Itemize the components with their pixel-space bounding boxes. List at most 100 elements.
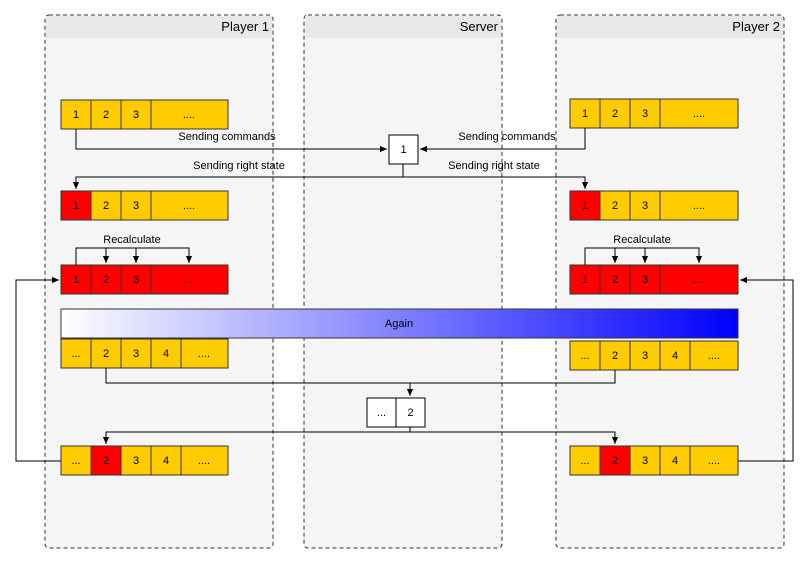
edge-labels: Sending commands Sending commands Sendin… (103, 131, 670, 246)
p1-final-text-more: .... (198, 455, 210, 467)
edge-server-to-p1-final (102, 427, 411, 444)
server-node-2-text-dots: ... (377, 407, 386, 419)
label-p2-sending-right-state: Sending right state (448, 160, 540, 172)
p1-row-commands: 1 2 3 .... (60, 99, 229, 130)
edge-p1-sending-commands (75, 129, 387, 153)
p1-cmd-cell-3 (120, 99, 152, 130)
p2-final-cell-dots (569, 445, 601, 476)
p1-final-text-3: 3 (133, 455, 139, 467)
p1-state-text-1: 1 (73, 200, 79, 212)
p2-again-cell-more (689, 340, 739, 371)
p2-cmd-cell-more (659, 98, 739, 129)
p1-again-cell-3 (120, 338, 152, 369)
p1-again-text-more: .... (198, 348, 210, 360)
p2-final-text-3: 3 (642, 455, 648, 467)
p1-state-text-2: 2 (103, 200, 109, 212)
p2-again-cell-2 (599, 340, 631, 371)
again-label: Again (385, 318, 413, 330)
server-node-1-text: 1 (400, 144, 406, 156)
p1-recalc-cell-more (150, 264, 229, 295)
p1-state-cell-more (150, 190, 229, 221)
label-p1-recalculate: Recalculate (103, 234, 160, 246)
lane-title-server: Server (460, 19, 499, 34)
lane-title-player-2: Player 2 (732, 19, 780, 34)
p2-state-text-2: 2 (612, 200, 618, 212)
p2-again-text-dots: ... (580, 350, 589, 362)
p1-final-text-2: 2 (103, 455, 109, 467)
p1-again-text-2: 2 (103, 348, 109, 360)
again-band: Again (60, 308, 739, 339)
p2-again-text-4: 4 (672, 350, 678, 362)
label-p2-recalculate: Recalculate (613, 234, 670, 246)
p2-final-text-more: .... (708, 455, 720, 467)
p2-recalc-text-1: 1 (582, 274, 588, 286)
p1-recalc-cell-1 (60, 264, 92, 295)
server-node-2-current (395, 397, 426, 428)
p2-state-text-more: .... (693, 200, 705, 212)
p1-final-cell-4 (150, 445, 182, 476)
p1-cmd-text-2: 2 (103, 109, 109, 121)
p2-row-state: 1 2 3 .... (569, 190, 739, 221)
p2-recalc-text-3: 3 (642, 274, 648, 286)
server-node-2-text-2: 2 (407, 407, 413, 419)
edge-p2-loop-back (738, 276, 794, 462)
p1-cmd-cell-more (150, 99, 229, 130)
p2-again-text-more: .... (708, 350, 720, 362)
lane-title-player-1: Player 1 (221, 19, 269, 34)
edge-p2-sending-commands (420, 128, 586, 153)
p2-again-text-3: 3 (642, 350, 648, 362)
edge-server-to-p2-state (403, 176, 589, 189)
p2-row-final: ... 2 3 4 .... (569, 445, 739, 476)
p1-state-text-3: 3 (133, 200, 139, 212)
p1-state-cell-3 (120, 190, 152, 221)
server-node-1: 1 (388, 134, 419, 165)
p1-row-state: 1 2 3 .... (60, 190, 229, 221)
p1-cmd-text-1: 1 (73, 109, 79, 121)
edge-p2-recalc-more (584, 247, 703, 265)
p1-again-cell-dots (60, 338, 92, 369)
p2-cmd-text-2: 2 (612, 108, 618, 120)
p1-final-text-4: 4 (163, 455, 169, 467)
p2-cmd-text-1: 1 (582, 108, 588, 120)
p1-again-text-4: 4 (163, 348, 169, 360)
p2-cmd-cell-1 (569, 98, 601, 129)
p2-row-again-commands: ... 2 3 4 .... (569, 340, 739, 371)
p2-state-text-1: 1 (582, 200, 588, 212)
p2-cmd-text-3: 3 (642, 108, 648, 120)
edges (15, 128, 794, 462)
p1-cmd-text-3: 3 (133, 109, 139, 121)
p2-final-cell-3 (629, 445, 661, 476)
p2-state-cell-1 (569, 190, 601, 221)
p2-state-cell-more (659, 190, 739, 221)
p2-recalc-text-more: .... (693, 274, 705, 286)
p2-recalc-cell-2 (599, 264, 631, 295)
p2-final-text-2: 2 (612, 455, 618, 467)
p1-recalc-text-1: 1 (73, 274, 79, 286)
p1-state-text-more: .... (183, 200, 195, 212)
p1-again-text-3: 3 (133, 348, 139, 360)
p2-again-cell-4 (659, 340, 691, 371)
p1-recalc-text-3: 3 (133, 274, 139, 286)
edge-p2-again-commands (410, 370, 616, 384)
p1-again-cell-2 (90, 338, 122, 369)
lane-server: Server (303, 14, 503, 549)
p1-recalc-cell-2 (90, 264, 122, 295)
label-p1-sending-commands: Sending commands (178, 131, 276, 143)
edge-server-to-p1-state (72, 164, 404, 189)
label-p2-sending-commands: Sending commands (458, 131, 556, 143)
p1-cmd-cell-2 (90, 99, 122, 130)
p1-state-cell-2 (90, 190, 122, 221)
p1-final-cell-more (180, 445, 229, 476)
p1-final-cell-3 (120, 445, 152, 476)
p1-again-text-dots: ... (71, 348, 80, 360)
label-p1-sending-right-state: Sending right state (193, 160, 285, 172)
server-node-2: ... 2 (366, 397, 426, 428)
p1-again-cell-more (180, 338, 229, 369)
p2-recalc-cell-more (659, 264, 739, 295)
edge-p1-again-commands (105, 368, 414, 396)
p1-row-again-commands: ... 2 3 4 .... (60, 338, 229, 369)
p2-state-text-3: 3 (642, 200, 648, 212)
p2-recalc-text-2: 2 (612, 274, 618, 286)
p2-again-text-2: 2 (612, 350, 618, 362)
